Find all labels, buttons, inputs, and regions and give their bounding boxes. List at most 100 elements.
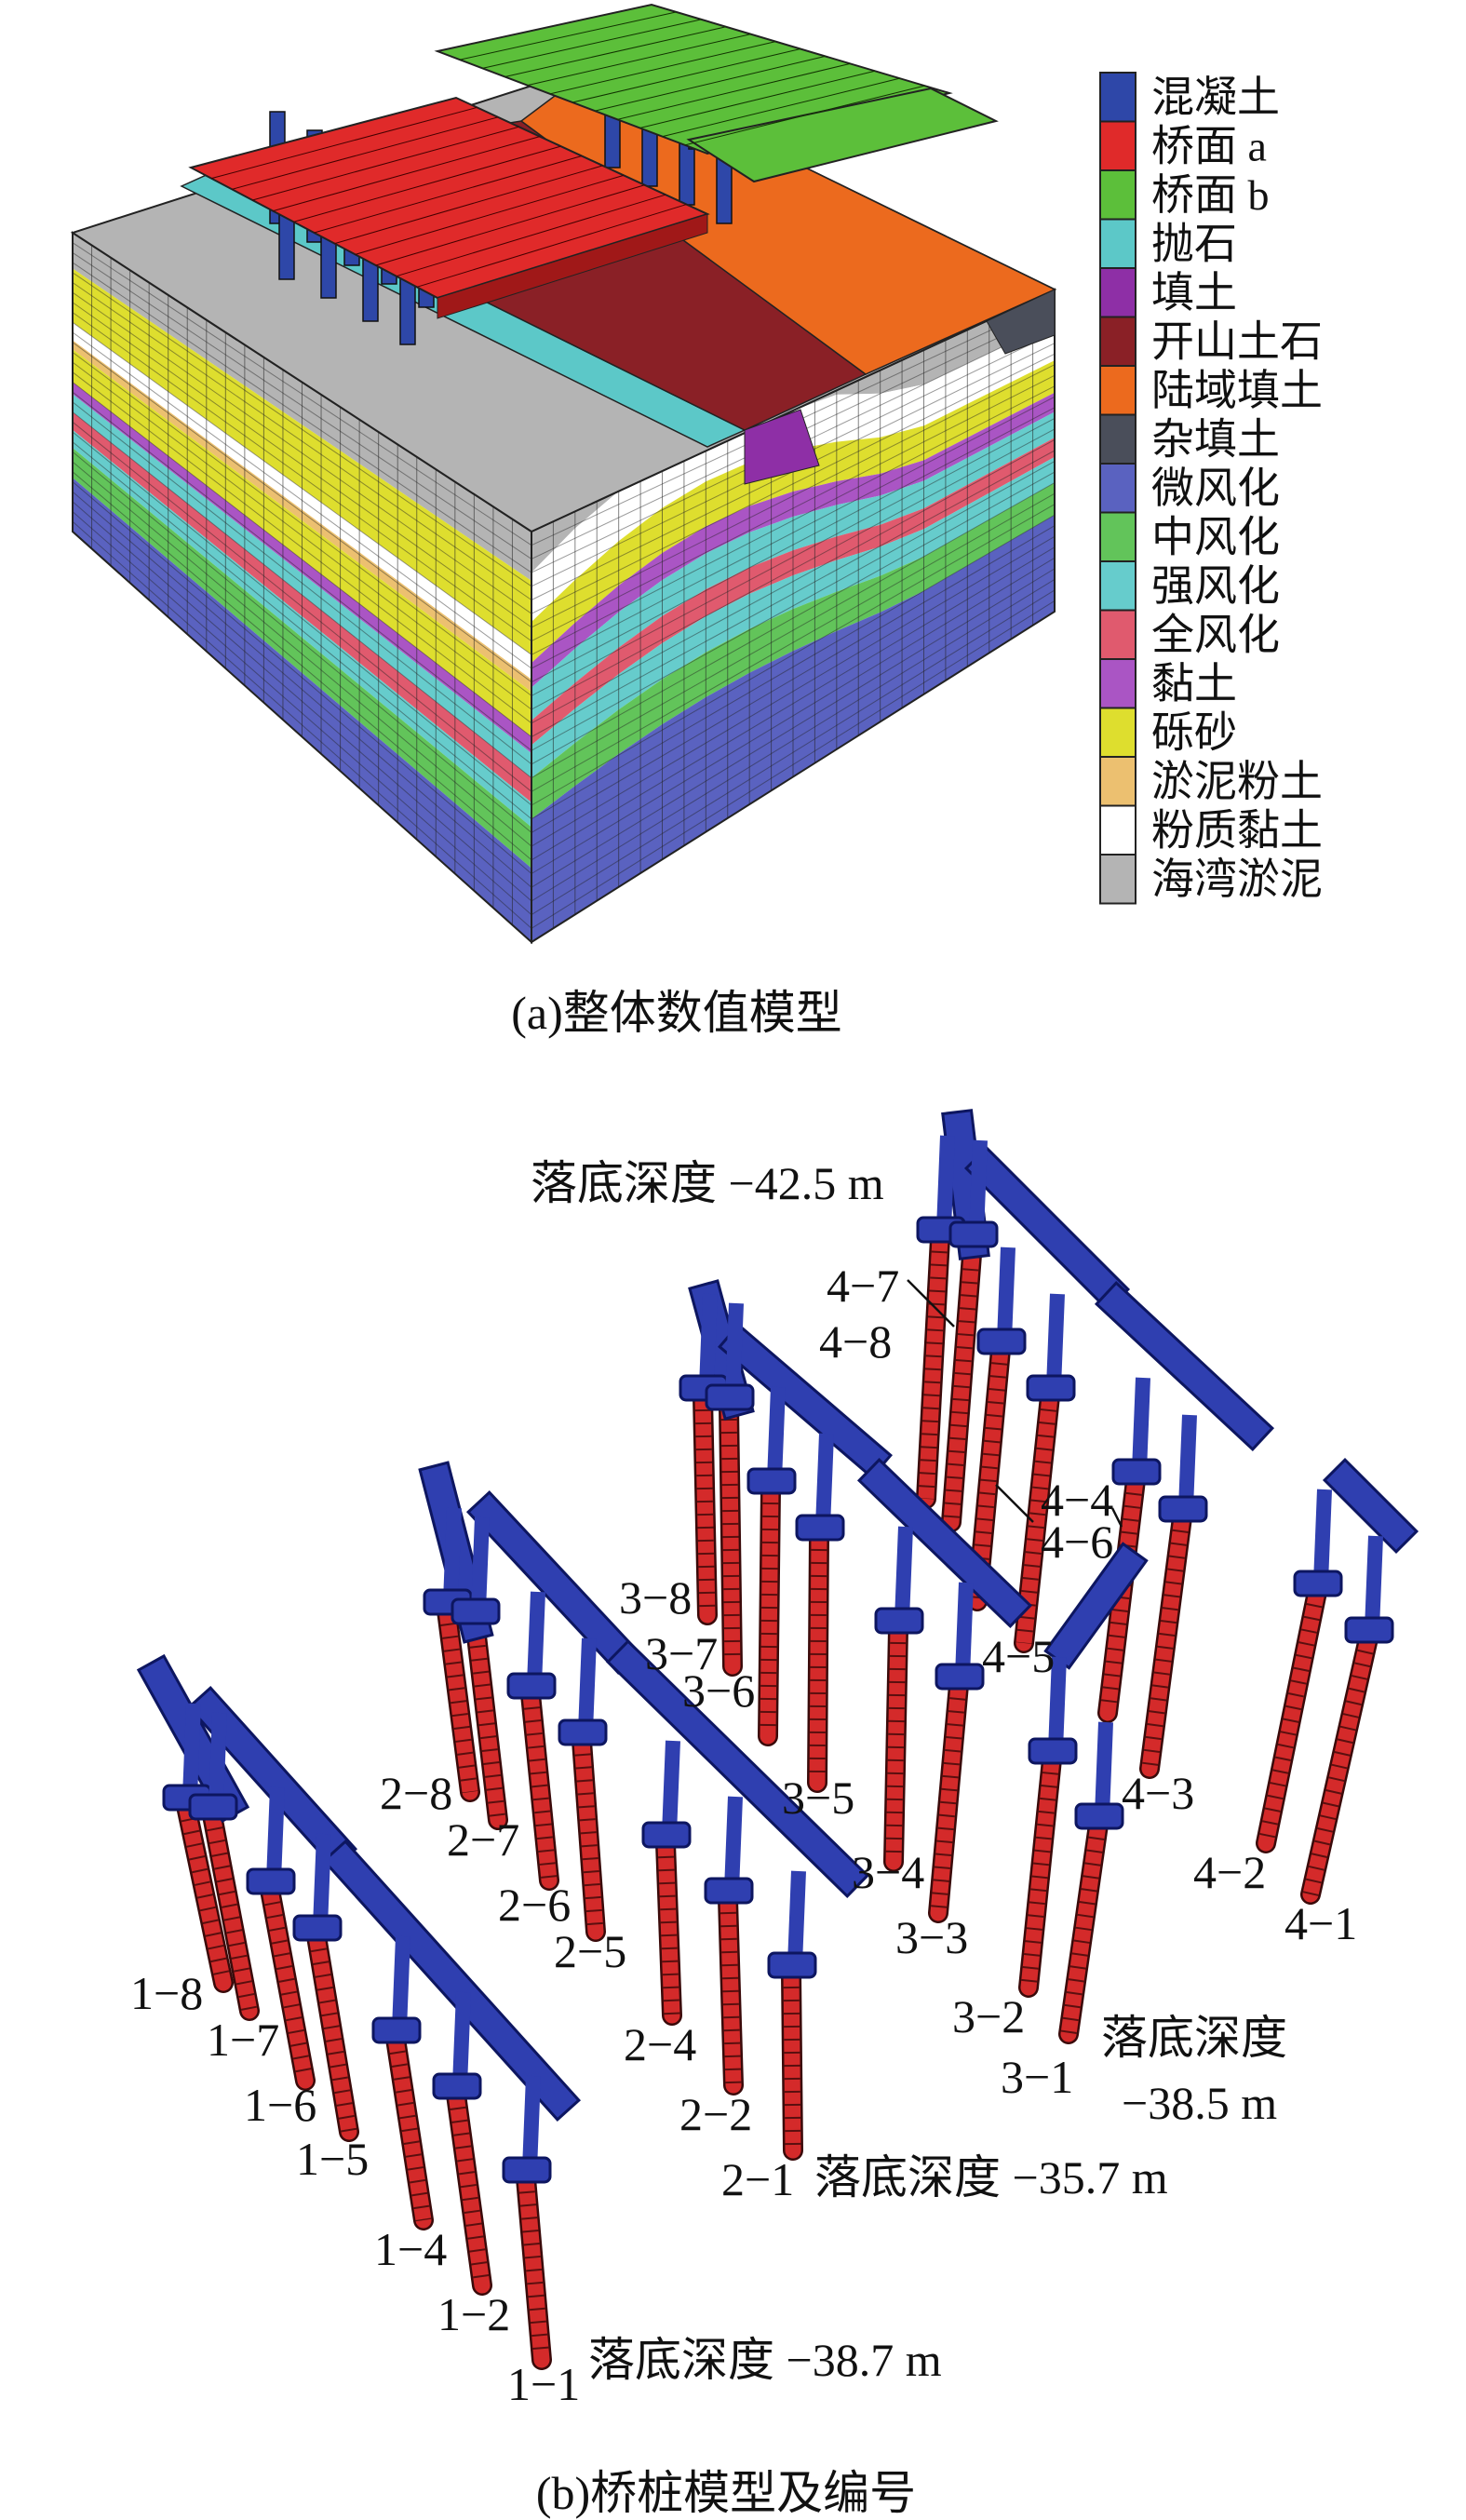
pile-label: 1−5 (296, 2133, 369, 2185)
pile-cap-assembly (451, 1516, 501, 1625)
pile-cap-assembly (502, 2075, 552, 2184)
pile-body (694, 1388, 716, 1624)
beam-body (470, 1494, 638, 1671)
pier-beam (186, 1685, 358, 1871)
pier-beam (1094, 1280, 1275, 1452)
pile-label: 3−5 (782, 1772, 854, 1824)
legend-swatch (1099, 609, 1136, 660)
pile-label: 1−4 (374, 2223, 447, 2275)
mesh-line (72, 411, 532, 778)
mesh-line (531, 557, 1056, 874)
pile-cap (558, 1718, 608, 1746)
pile-label: 2−4 (624, 2018, 696, 2070)
legend-swatch (1099, 511, 1136, 562)
pile (464, 1610, 508, 1830)
mesh-line (531, 525, 1056, 833)
pile-cap-assembly (432, 1991, 482, 2100)
pile-body (1020, 1751, 1060, 1996)
pile-cap-assembly (506, 1591, 557, 1700)
legend-swatch (1099, 463, 1136, 514)
pile-label: 4−5 (982, 1630, 1055, 1682)
mesh-line (72, 272, 532, 587)
pile (883, 1619, 908, 1872)
legend-item: 全风化 (1099, 609, 1280, 660)
mesh-line (72, 331, 532, 669)
legend-item: 砾砂 (1099, 707, 1237, 758)
pile-cap (935, 1663, 985, 1691)
legend-item: 黏土 (1099, 658, 1237, 709)
deck-a-edge (437, 213, 708, 319)
depth-label-group4: 落底深度 −42.5 m (531, 1157, 884, 1209)
pile-cap (705, 1383, 755, 1411)
mesh-line (662, 77, 900, 138)
pile-cap-assembly (1028, 1656, 1078, 1765)
pile-cap (371, 2016, 422, 2044)
mesh-line (531, 504, 1056, 806)
pile-label: 3−7 (645, 1627, 718, 1679)
legend-item: 杂填土 (1099, 413, 1280, 465)
pile-label: 2−7 (447, 1813, 519, 1866)
mesh-line (617, 62, 851, 120)
pile-cap-assembly (948, 1139, 999, 1248)
legend-item: 海湾淤泥 (1099, 854, 1323, 905)
legend-label: 微风化 (1151, 465, 1280, 512)
beam-body (1047, 1545, 1145, 1666)
mesh-line (273, 136, 541, 212)
pile-body (518, 2170, 550, 2368)
pile-cap (506, 1672, 557, 1700)
pile-cap (451, 1597, 501, 1625)
pile-body (783, 1965, 801, 2159)
mesh-line (531, 514, 1056, 820)
mesh-line (72, 511, 532, 915)
pier-column (527, 1591, 545, 1686)
pile (718, 1889, 744, 2096)
pile-label: 2−6 (498, 1879, 571, 1931)
legend-label: 桥面 a (1151, 123, 1267, 170)
mesh-line (72, 351, 532, 696)
mesh-line (531, 546, 1056, 861)
pile-cap-assembly (1158, 1414, 1208, 1523)
mesh-line (531, 439, 1056, 724)
pile (781, 1963, 803, 2161)
pile-body (204, 1807, 258, 2019)
pier-column (969, 1139, 988, 1234)
pile-label: 4−6 (1041, 1516, 1113, 1568)
pile-body (308, 1928, 357, 2140)
legend-item: 混凝土 (1099, 72, 1280, 123)
pile-cap (1344, 1616, 1394, 1644)
mesh-line (72, 302, 532, 628)
pier-column (894, 1526, 913, 1621)
pile-cap-assembly (1111, 1377, 1162, 1486)
pile-label: 3−4 (852, 1846, 924, 1898)
depth-label-group1: 落底深度 −38.7 m (588, 2334, 942, 2386)
pile-cap (976, 1327, 1027, 1355)
mesh-line (72, 501, 532, 902)
pier-column (392, 1935, 410, 2030)
legend-swatch (1099, 804, 1136, 856)
pile-cap-assembly (935, 1582, 985, 1691)
mesh-line (72, 451, 532, 833)
pile-label: 1−7 (207, 2014, 279, 2066)
pier-column (1095, 1721, 1113, 1816)
pile-cap (1111, 1458, 1162, 1486)
pile-label: 2−8 (380, 1767, 452, 1819)
pier-beam (1322, 1457, 1419, 1555)
legend-label: 强风化 (1151, 562, 1280, 610)
pile (1058, 1814, 1109, 2044)
pier-column (1313, 1489, 1332, 1583)
mesh-line (293, 145, 561, 222)
pier-column (313, 1833, 331, 1928)
legend-swatch (1099, 365, 1136, 416)
legend-item: 开山土石 (1099, 316, 1323, 367)
pile-label: 1−8 (130, 1967, 203, 2019)
leader-line (907, 1279, 955, 1327)
pile-label: 3−6 (682, 1664, 755, 1717)
pile (516, 2168, 552, 2370)
legend-label: 中风化 (1151, 514, 1280, 561)
mesh-line (72, 361, 532, 710)
mesh-line (252, 126, 519, 201)
mesh-line (549, 41, 776, 95)
legend-item: 微风化 (1099, 463, 1280, 514)
pile-cap (1028, 1737, 1078, 1765)
mesh-line (355, 174, 625, 255)
